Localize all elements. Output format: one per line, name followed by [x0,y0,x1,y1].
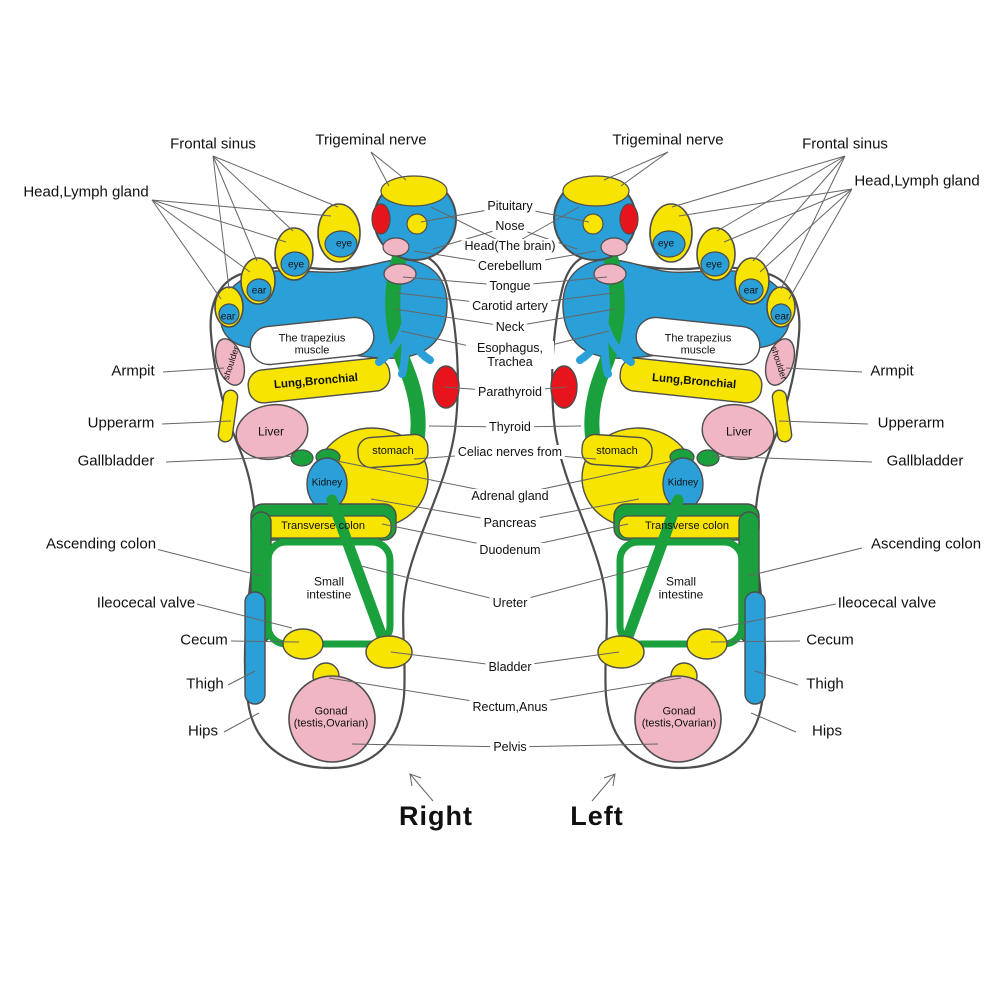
label-gallbladder-right: Gallbladder [884,452,966,471]
label-armpit-right: Armpit [868,362,916,381]
label-neck: Neck [492,320,528,334]
label-head-lymph-gland-right: Head,Lymph gland [852,172,982,191]
label-cecum-right: Cecum [804,631,856,650]
zone-label-ear: ear [774,311,790,323]
zone-label-gonad: Gonad (testis,Ovarian) [641,705,717,730]
label-frontal-sinus-right: Frontal sinus [800,135,890,154]
zone-label-stomach: stomach [596,444,638,457]
label-bladder: Bladder [485,660,535,674]
zone-label-eye: eye [705,259,723,271]
label-carotid-artery: Carotid artery [469,299,551,313]
label-esophagus-trachea: Esophagus, Trachea [466,341,554,369]
zone-label-kidney: Kidney [667,477,699,489]
label-ileocecal-valve-right: Ileocecal valve [835,594,939,613]
zone-label-kidney: Kidney [311,477,343,489]
label-adrenal-gland: Adrenal gland [468,489,552,503]
label-ureter: Ureter [489,596,531,610]
label-head-lymph-gland-left: Head,Lymph gland [21,183,151,202]
zone-label-ear: ear [220,311,236,323]
zone-label-liver: Liver [725,424,753,439]
label-gallbladder-left: Gallbladder [75,452,157,471]
label-ascending-colon-right: Ascending colon [868,535,984,554]
zone-label-stomach: stomach [372,444,414,457]
label-thigh-left: Thigh [184,675,226,694]
label-tongue: Tongue [486,279,534,293]
zone-label-trapezius: The trapezius muscle [664,332,732,357]
zone-label-ear: ear [251,285,267,297]
zone-label-small-intestine: Small intestine [658,574,704,602]
zone-label-transverse-colon: Transverse colon [645,519,729,532]
label-cecum-left: Cecum [178,631,230,650]
label-trigeminal-nerve-left: Trigeminal nerve [313,131,429,150]
label-nose: Nose [492,219,528,233]
label-pituitary: Pituitary [484,199,536,213]
label-cerebellum: Cerebellum [475,259,545,273]
label-parathyroid: Parathyroid [475,385,545,399]
footer-arrows [409,773,616,802]
label-rectum-anus: Rectum,Anus [469,700,551,714]
zone-label-gonad: Gonad (testis,Ovarian) [293,705,369,730]
zone-label-liver: Liver [257,424,285,439]
label-frontal-sinus-left: Frontal sinus [168,135,258,154]
label-upperarm-left: Upperarm [85,414,157,433]
zone-label-trapezius: The trapezius muscle [278,332,346,357]
label-thyroid: Thyroid [486,420,534,434]
label-armpit-left: Armpit [109,362,157,381]
label-ascending-colon-left: Ascending colon [43,535,159,554]
label-head-brain: Head(The brain) [461,239,559,253]
label-upperarm-right: Upperarm [875,414,947,433]
label-thigh-right: Thigh [804,675,846,694]
zone-label-eye: eye [657,238,675,250]
zone-label-transverse-colon: Transverse colon [281,519,365,532]
label-hips-right: Hips [809,722,845,741]
footer-right-foot-label: Right [399,800,473,831]
zone-label-ear: ear [743,285,759,297]
zone-label-eye: eye [287,259,305,271]
label-trigeminal-nerve-right: Trigeminal nerve [610,131,726,150]
label-ileocecal-valve-left: Ileocecal valve [94,594,198,613]
label-celiac-nerves: Celiac nerves from [454,445,566,459]
zone-label-eye: eye [335,238,353,250]
label-pancreas: Pancreas [480,516,540,530]
label-pelvis: Pelvis [490,740,530,754]
label-duodenum: Duodenum [476,543,544,557]
label-hips-left: Hips [185,722,221,741]
footer-left-foot-label: Left [570,800,624,831]
zone-label-small-intestine: Small intestine [306,574,352,602]
